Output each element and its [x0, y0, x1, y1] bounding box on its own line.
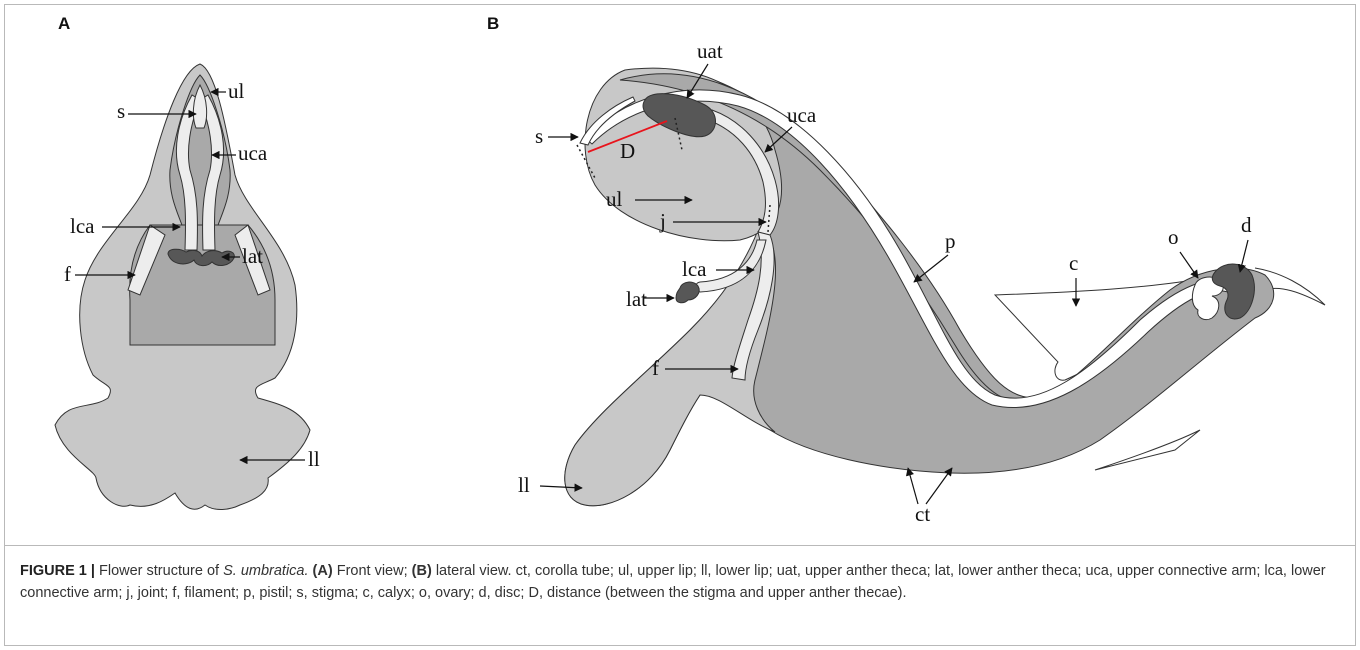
- label-ct-b: ct: [915, 502, 930, 526]
- flower-diagram: ul s uca lca lat f ll: [0, 0, 1360, 560]
- label-lat-a: lat: [242, 244, 263, 268]
- caption-panel-a: (A): [309, 563, 333, 579]
- label-f-a: f: [64, 262, 71, 286]
- caption-divider: [4, 545, 1356, 546]
- label-lca-a: lca: [70, 214, 95, 238]
- front-view-drawing: [55, 64, 310, 510]
- label-s-a: s: [117, 99, 125, 123]
- caption-species: S. umbratica.: [223, 563, 308, 579]
- calyx-lower-b: [1095, 430, 1200, 470]
- label-ul-a: ul: [228, 79, 245, 103]
- lower-anther-b: [676, 282, 699, 303]
- label-uca-b: uca: [787, 103, 817, 127]
- label-ll-a: ll: [308, 447, 320, 471]
- caption-panel-b: (B): [412, 563, 432, 579]
- label-ul-b: ul: [606, 187, 623, 211]
- label-c-b: c: [1069, 251, 1078, 275]
- label-f-b: f: [652, 356, 659, 380]
- caption-text-2: Front view;: [333, 563, 412, 579]
- label-lat-b: lat: [626, 287, 647, 311]
- label-p-b: p: [945, 229, 956, 253]
- label-distance-b: D: [620, 139, 635, 163]
- caption-text-1: Flower structure of: [95, 563, 223, 579]
- label-j-b: j: [659, 209, 666, 233]
- label-lca-b: lca: [682, 257, 707, 281]
- figure-caption: FIGURE 1 | Flower structure of S. umbrat…: [20, 560, 1340, 604]
- label-uca-a: uca: [238, 141, 268, 165]
- label-uat-b: uat: [697, 39, 723, 63]
- caption-figure-number: FIGURE 1 |: [20, 563, 95, 579]
- label-ll-b: ll: [518, 473, 530, 497]
- label-d-b: d: [1241, 213, 1252, 237]
- lateral-view-drawing: [565, 68, 1325, 506]
- label-s-b: s: [535, 124, 543, 148]
- label-o-b: o: [1168, 225, 1179, 249]
